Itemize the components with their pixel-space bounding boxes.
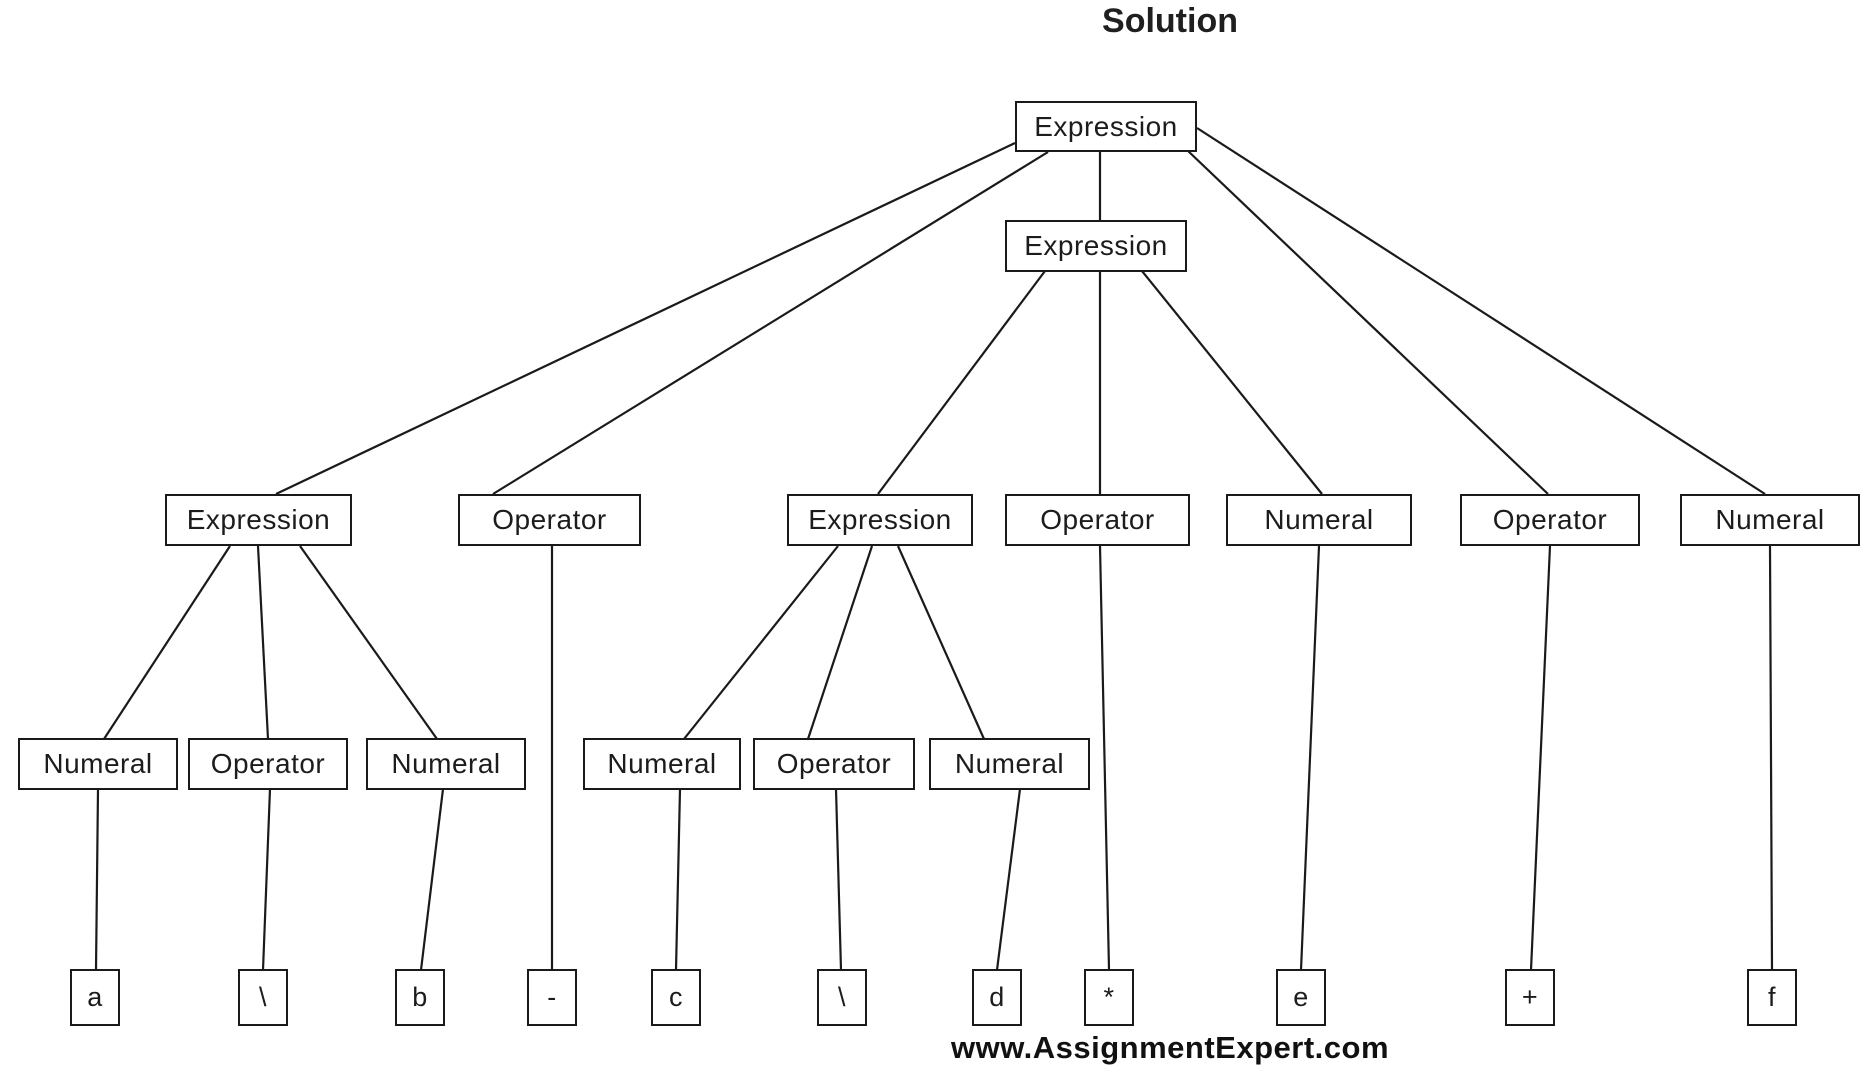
- edge-op-mul-leaf: [1098, 545, 1111, 971]
- leaf-d: d: [972, 969, 1022, 1026]
- node-operator-minus: Operator: [458, 494, 641, 546]
- edge-op-plus-leaf: [1529, 545, 1552, 971]
- node-numeral-c: Numeral: [583, 738, 741, 790]
- leaf-b: b: [395, 969, 445, 1026]
- node-numeral-a: Numeral: [18, 738, 178, 790]
- node-expression-ab: Expression: [165, 494, 352, 546]
- leaf-backslash-2: \: [817, 969, 867, 1026]
- edge-expr-ab-num-b: [299, 545, 438, 740]
- leaf-e: e: [1276, 969, 1326, 1026]
- edge-root-op-minus: [492, 151, 1049, 495]
- edge-num-c-leaf: [674, 788, 682, 971]
- leaf-c: c: [651, 969, 701, 1026]
- edge-expr-ab-num-a: [103, 545, 231, 740]
- edge-root-op-plus: [1186, 149, 1549, 495]
- edge-expr-cd-num-d: [896, 545, 986, 740]
- node-expression-cd: Expression: [787, 494, 973, 546]
- edge-expr-ab-op-bs1: [256, 545, 270, 740]
- leaf-a: a: [70, 969, 120, 1026]
- edge-op-bs2-leaf: [834, 788, 843, 971]
- leaf-plus: +: [1505, 969, 1555, 1026]
- node-numeral-d: Numeral: [929, 738, 1090, 790]
- edge-num-a-leaf: [94, 788, 100, 971]
- leaf-minus: -: [527, 969, 577, 1026]
- edge-num-e-leaf: [1299, 545, 1321, 971]
- edge-root-expr-ab: [275, 142, 1016, 495]
- node-operator-plus: Operator: [1460, 494, 1640, 546]
- edge-expr-l2-num-e: [1141, 270, 1323, 495]
- edge-num-f-leaf: [1768, 545, 1774, 971]
- watermark: www.AssignmentExpert.com: [950, 1030, 1390, 1065]
- edge-expr-cd-op-bs2: [806, 545, 874, 740]
- leaf-f: f: [1747, 969, 1797, 1026]
- edge-expr-cd-num-c: [683, 545, 839, 740]
- edge-root-num-f: [1196, 127, 1766, 495]
- leaf-star: *: [1084, 969, 1134, 1026]
- edge-num-b-leaf: [419, 788, 445, 971]
- node-operator-mul: Operator: [1005, 494, 1190, 546]
- node-numeral-f: Numeral: [1680, 494, 1860, 546]
- edge-expr-l2-expr-cd: [877, 270, 1046, 495]
- node-expression-root: Expression: [1015, 101, 1197, 152]
- edge-num-d-leaf: [995, 788, 1022, 971]
- leaf-backslash-1: \: [238, 969, 288, 1026]
- page-title: Solution: [1102, 2, 1238, 40]
- node-operator-bs1: Operator: [188, 738, 348, 790]
- node-numeral-e: Numeral: [1226, 494, 1412, 546]
- node-expression-l2: Expression: [1005, 220, 1187, 272]
- edge-op-bs1-leaf: [261, 788, 272, 971]
- node-operator-bs2: Operator: [753, 738, 915, 790]
- node-numeral-b: Numeral: [366, 738, 526, 790]
